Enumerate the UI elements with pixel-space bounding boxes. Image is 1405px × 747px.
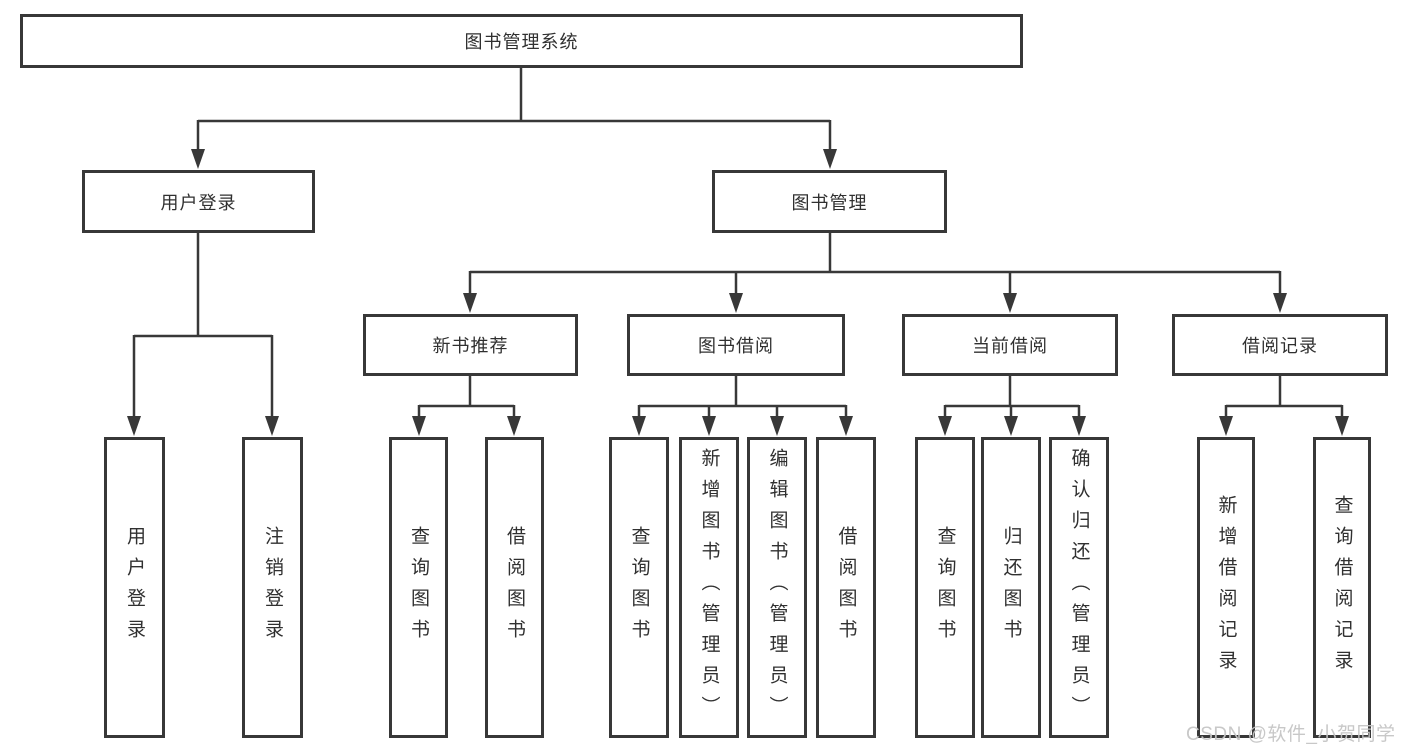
node-book-management-branch: 图书管理	[712, 170, 947, 233]
node-label: 查询图书	[934, 525, 956, 650]
leaf-records-add-record: 新增借阅记录	[1197, 437, 1255, 738]
leaf-borrowing-query-books: 查询图书	[609, 437, 669, 738]
node-label: 确认归还（管理员）	[1068, 448, 1090, 727]
leaf-current-return-books: 归还图书	[981, 437, 1041, 738]
leaf-records-query-record: 查询借阅记录	[1313, 437, 1371, 738]
leaf-current-query-books: 查询图书	[915, 437, 975, 738]
node-label: 新书推荐	[432, 336, 509, 356]
node-label: 新增借阅记录	[1215, 494, 1237, 681]
leaf-borrowing-add-books-admin: 新增图书（管理员）	[679, 437, 739, 738]
node-label: 图书管理系统	[464, 32, 579, 52]
node-label: 当前借阅	[972, 336, 1048, 356]
arrowheads	[127, 149, 1349, 436]
node-book-management-system: 图书管理系统	[20, 14, 1023, 68]
node-label: 借阅记录	[1242, 336, 1318, 356]
node-label: 注销登录	[262, 525, 283, 650]
node-new-book-recommendation: 新书推荐	[363, 314, 578, 376]
leaf-borrowing-borrow-books: 借阅图书	[816, 437, 876, 738]
node-label: 用户登录	[124, 525, 145, 650]
node-label: 查询图书	[408, 525, 429, 650]
leaf-current-confirm-return-admin: 确认归还（管理员）	[1049, 437, 1109, 738]
node-borrowing-records: 借阅记录	[1172, 314, 1388, 376]
node-label: 图书管理	[791, 192, 868, 213]
node-label: 归还图书	[1000, 525, 1022, 650]
node-label: 查询图书	[628, 525, 650, 650]
node-label: 借阅图书	[835, 525, 857, 650]
leaf-newbook-borrow-books: 借阅图书	[485, 437, 544, 738]
leaf-user-login: 用户登录	[104, 437, 165, 738]
leaf-borrowing-edit-books-admin: 编辑图书（管理员）	[747, 437, 807, 738]
node-label: 新增图书（管理员）	[698, 448, 720, 727]
node-current-borrowing: 当前借阅	[902, 314, 1118, 376]
watermark: CSDN @软件_小贺同学	[1186, 724, 1396, 745]
node-user-login-branch: 用户登录	[82, 170, 315, 233]
leaf-logout: 注销登录	[242, 437, 303, 738]
node-label: 编辑图书（管理员）	[766, 448, 788, 727]
node-label: 用户登录	[160, 192, 237, 213]
node-label: 借阅图书	[504, 525, 525, 650]
leaf-newbook-query-books: 查询图书	[389, 437, 448, 738]
node-label: 查询借阅记录	[1331, 494, 1353, 681]
node-book-borrowing: 图书借阅	[627, 314, 845, 376]
node-label: 图书借阅	[698, 336, 774, 356]
